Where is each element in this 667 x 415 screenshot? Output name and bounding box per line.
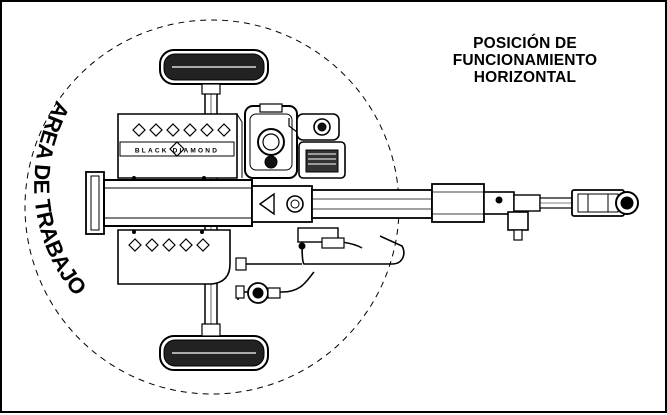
cylinder-rod	[483, 189, 639, 241]
title-line-1: POSICIÓN DE	[473, 35, 577, 52]
brand-plate-text: BLACK DIAMOND	[135, 148, 219, 155]
engine	[244, 103, 346, 179]
bottom-wheel	[159, 323, 269, 371]
title-line-2: FUNCIONAMIENTO	[452, 52, 598, 69]
top-wheel	[159, 49, 269, 95]
filter-canister	[235, 282, 281, 304]
main-beam	[85, 171, 485, 235]
control-valve	[235, 227, 345, 271]
title-line-3: HORIZONTAL	[473, 69, 577, 86]
tank-plate-upper: BLACK DIAMOND	[117, 113, 243, 179]
work-area-label: AREA DE TRABAJO	[29, 97, 91, 299]
